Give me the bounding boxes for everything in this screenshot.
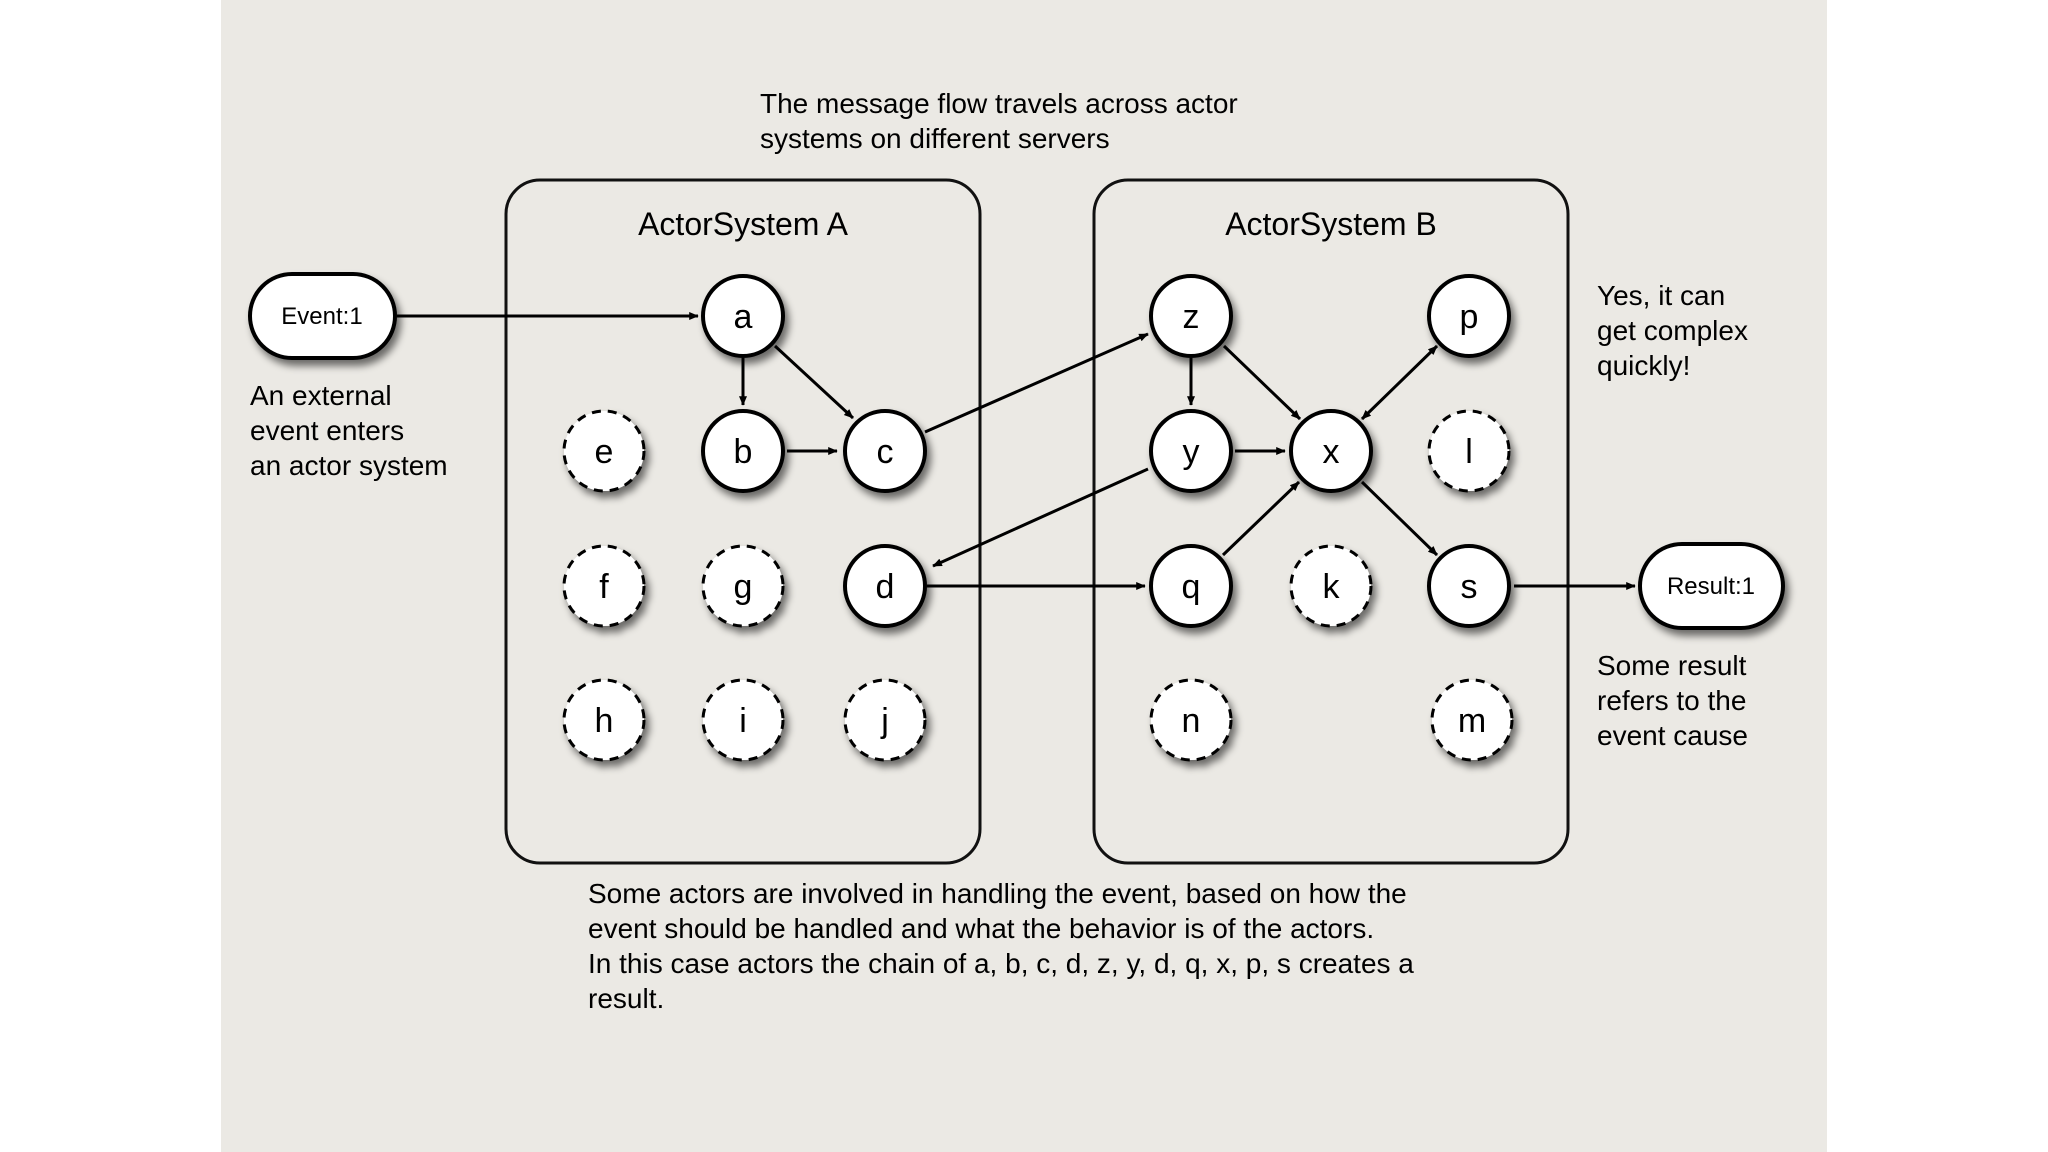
actor-k-circle [1289,544,1373,628]
actor-e-label: e [595,433,614,471]
actor-y-label: y [1183,433,1200,471]
edge-z-to-x [1222,344,1302,421]
edge-a-to-c [773,344,855,420]
actor-i: i [701,678,785,762]
note-left-line-2: event enters [250,415,404,446]
edge-x-to-s [1360,480,1439,557]
actor-x-label: x [1323,433,1340,471]
actor-j-circle [843,678,927,762]
actor-x: x [1289,409,1373,493]
actor-g: g [701,544,785,628]
actor-q: q [1149,544,1233,628]
note-top: The message flow travels across actor sy… [760,88,1238,154]
edge-c-to-z [924,332,1149,434]
edge-y-to-d [932,467,1149,568]
note-bottom-line-2: event should be handled and what the beh… [588,913,1374,944]
actor-s: s [1427,544,1511,628]
actor-h-label: h [595,702,614,740]
actor-e: e [562,409,646,493]
actor-n-circle [1149,678,1233,762]
actor-z-label: z [1183,298,1200,336]
edge-x-to-p [1360,344,1439,421]
actor-m: m [1430,678,1514,762]
message-edges [397,312,1636,590]
actor-i-circle [701,678,785,762]
actor-p-label: p [1460,298,1479,336]
result-label: Result:1 [1667,573,1755,600]
actor-p: p [1427,274,1511,358]
actor-h: h [562,678,646,762]
note-top-line-1: The message flow travels across actor [760,88,1238,119]
actor-b-label: b [734,433,753,471]
note-right-top-line-1: Yes, it can [1597,280,1725,311]
actor-n-label: n [1182,702,1201,740]
actor-z: z [1149,274,1233,358]
actor-f-label: f [599,568,609,606]
actor-c: c [843,409,927,493]
actor-b: b [701,409,785,493]
actor-l: l [1427,409,1511,493]
actor-a-label: a [734,298,753,336]
actor-system-b-box [1092,178,1570,865]
actor-system-b-title: ActorSystem B [1225,206,1437,242]
actor-c-circle [843,409,927,493]
actor-s-label: s [1461,568,1478,606]
actor-d-label: d [876,568,895,606]
actor-f-circle [562,544,646,628]
actor-m-circle [1430,678,1514,762]
note-right-top-line-3: quickly! [1597,350,1690,381]
actor-n: n [1149,678,1233,762]
actor-c-label: c [877,433,894,471]
note-right-bottom: Some result refers to the event cause [1597,650,1748,751]
note-top-line-2: systems on different servers [760,123,1110,154]
actor-x-circle [1289,409,1373,493]
actor-h-circle [562,678,646,762]
actor-system-a-box [504,178,982,865]
actor-b-circle [701,409,785,493]
actor-q-circle [1149,544,1233,628]
actor-j: j [843,678,927,762]
actor-k: k [1289,544,1373,628]
note-bottom: Some actors are involved in handling the… [588,878,1414,1014]
actor-j-label: j [880,702,889,740]
actor-k-label: k [1323,568,1341,606]
actor-p-circle [1427,274,1511,358]
actor-d-circle [843,544,927,628]
actor-i-label: i [739,702,747,740]
actor-system-a-title: ActorSystem A [638,206,849,242]
note-left-line-1: An external [250,380,392,411]
note-right-bottom-line-2: refers to the [1597,685,1746,716]
actor-a: a [701,274,785,358]
actor-f: f [562,544,646,628]
note-right-bottom-line-1: Some result [1597,650,1747,681]
actor-z-circle [1149,274,1233,358]
actor-g-circle [701,544,785,628]
actor-l-circle [1427,409,1511,493]
note-right-top-line-2: get complex [1597,315,1748,346]
actor-l-label: l [1465,433,1473,471]
actor-d: d [843,544,927,628]
note-right-bottom-line-3: event cause [1597,720,1748,751]
actor-y: y [1149,409,1233,493]
event-node [248,272,397,360]
actor-a-circle [701,274,785,358]
result-node [1638,542,1785,630]
actor-s-circle [1427,544,1511,628]
note-left: An external event enters an actor system [250,380,448,481]
note-bottom-line-3: In this case actors the chain of a, b, c… [588,948,1414,979]
actor-g-label: g [734,568,753,606]
note-right-top: Yes, it can get complex quickly! [1597,280,1748,381]
note-bottom-line-4: result. [588,983,664,1014]
note-bottom-line-1: Some actors are involved in handling the… [588,878,1407,909]
edge-q-to-x [1221,480,1301,557]
event-label: Event:1 [281,303,362,330]
actor-e-circle [562,409,646,493]
actor-m-label: m [1458,702,1486,740]
note-left-line-3: an actor system [250,450,448,481]
actor-q-label: q [1182,568,1201,606]
actor-y-circle [1149,409,1233,493]
